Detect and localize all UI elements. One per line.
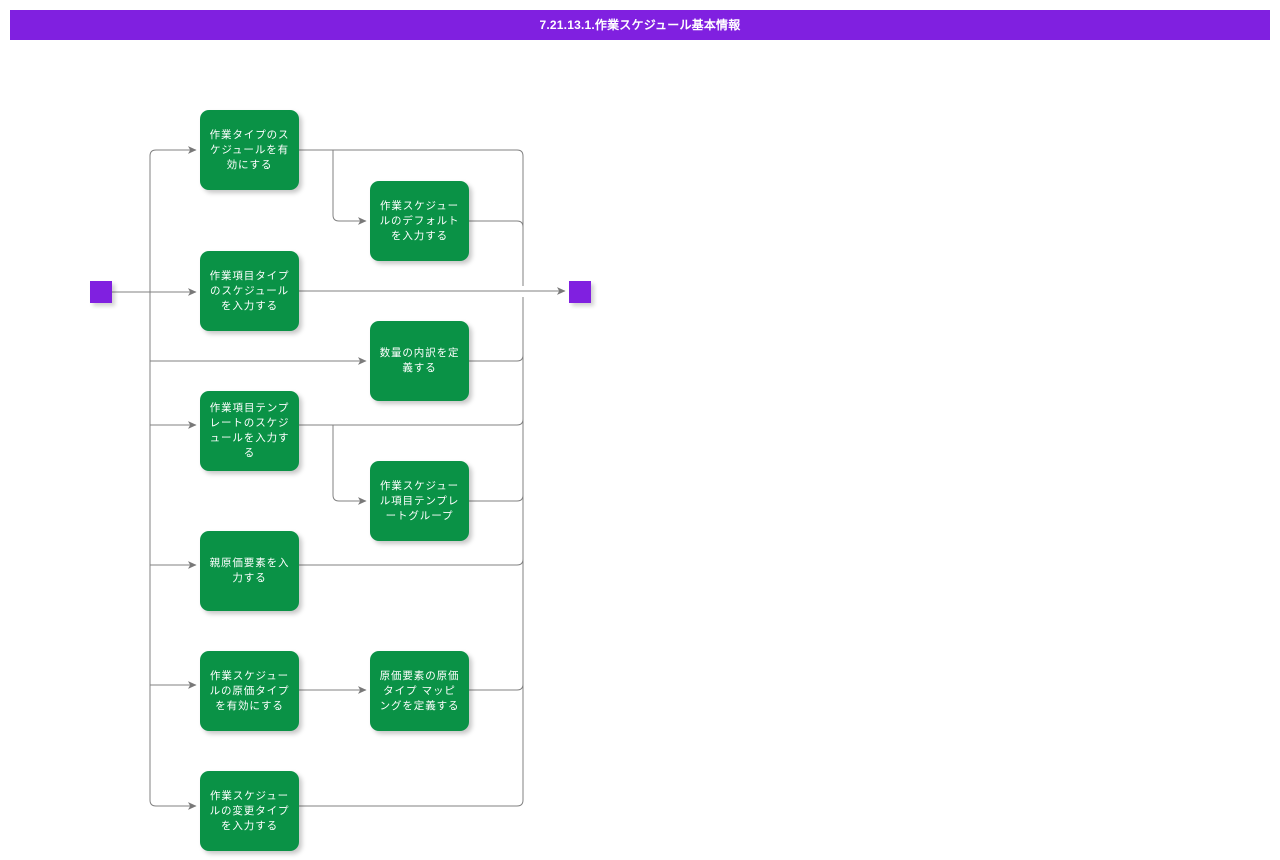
node-label: 作業スケジュール項目テンプレートグループ xyxy=(379,479,460,522)
node-label: 作業項目テンプレートのスケジュールを入力する xyxy=(209,402,290,459)
node-label: 数量の内訳を定義する xyxy=(379,347,460,374)
node-label: 親原価要素を入力する xyxy=(209,557,290,584)
node-label: 作業スケジュールの変更タイプを入力する xyxy=(209,789,290,832)
node-label: 作業項目タイプのスケジュールを入力する xyxy=(209,269,290,312)
page-title-bar: 7.21.13.1.作業スケジュール基本情報 xyxy=(10,10,1270,40)
wire-start-to-n5-seg xyxy=(149,292,196,426)
wire-start-to-n8-seg xyxy=(149,292,196,686)
start-terminator[interactable] xyxy=(90,281,112,303)
process-node-enter-work-schedule-defaults[interactable]: 作業スケジュールのデフォルトを入力する xyxy=(370,181,469,261)
process-node-work-schedule-item-template-group[interactable]: 作業スケジュール項目テンプレートグループ xyxy=(370,461,469,541)
node-label: 作業スケジュールの原価タイプを有効にする xyxy=(209,669,290,712)
wire-n5-to-n6 xyxy=(332,425,367,505)
process-node-enable-work-schedule-cost-type[interactable]: 作業スケジュールの原価タイプを有効にする xyxy=(200,651,299,731)
node-label: 作業タイプのスケジュールを有効にする xyxy=(209,128,290,171)
wire-n1-to-end xyxy=(299,149,524,286)
process-node-define-quantity-breakdown[interactable]: 数量の内訳を定義する xyxy=(370,321,469,401)
wire-n4-to-end xyxy=(469,297,524,362)
wire-n1-to-n2 xyxy=(332,150,367,225)
process-node-define-cost-element-cost-type-mapping[interactable]: 原価要素の原価タイプ マッピングを定義する xyxy=(370,651,469,731)
node-label: 作業スケジュールのデフォルトを入力する xyxy=(379,199,460,242)
page-title: 7.21.13.1.作業スケジュール基本情報 xyxy=(539,18,741,32)
process-node-enter-parent-cost-element[interactable]: 親原価要素を入力する xyxy=(200,531,299,611)
node-label: 原価要素の原価タイプ マッピングを定義する xyxy=(379,669,460,712)
wire-n6-to-end xyxy=(469,297,524,502)
process-node-enter-work-item-type-schedule[interactable]: 作業項目タイプのスケジュールを入力する xyxy=(200,251,299,331)
wire-n9-to-end xyxy=(469,297,524,691)
wire-start-to-n7-seg xyxy=(149,292,196,566)
wire-n2-to-end xyxy=(469,220,524,286)
wire-start-to-n1 xyxy=(149,146,197,292)
process-node-enter-work-item-template-schedule[interactable]: 作業項目テンプレートのスケジュールを入力する xyxy=(200,391,299,471)
process-node-enter-work-schedule-change-type[interactable]: 作業スケジュールの変更タイプを入力する xyxy=(200,771,299,851)
wire-n10-to-end xyxy=(299,297,524,807)
end-terminator[interactable] xyxy=(569,281,591,303)
wire-start-to-n10 xyxy=(149,292,197,810)
process-node-enable-work-type-schedule[interactable]: 作業タイプのスケジュールを有効にする xyxy=(200,110,299,190)
